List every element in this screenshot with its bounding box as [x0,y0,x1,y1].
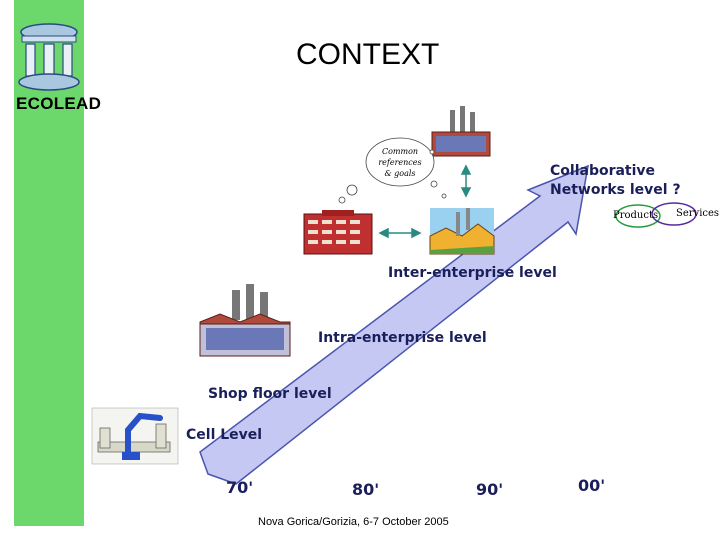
double-arrow-horizontal-icon [378,227,422,239]
industrial-plant-icon [429,208,495,255]
intra-enterprise-label: Intra-enterprise level [318,330,487,346]
decade-80s: 80' [352,480,380,499]
robot-arm-icon [91,407,179,465]
cloud-text: Common references & goals [370,146,430,179]
collaborative-networks-label: Collaborative Networks level ? [550,162,681,200]
office-building-icon [303,210,373,255]
venn-services-label: Services [676,208,720,219]
footer-text: Nova Gorica/Gorizia, 6-7 October 2005 [258,516,449,528]
products-services-venn-icon [615,202,697,228]
decade-70s: 70' [226,478,254,497]
cloud-line-1: Common [381,147,419,156]
page-title: CONTEXT [296,38,440,71]
venn-products-label: Products [613,210,659,221]
cloud-line-3: & goals [384,169,416,178]
inter-enterprise-label: Inter-enterprise level [388,265,557,281]
double-arrow-vertical-icon [460,164,472,198]
ecolead-logo-icon [18,23,80,91]
decade-90s: 90' [476,480,504,499]
collab-line-1: Collaborative [550,163,656,179]
shop-floor-label: Shop floor level [208,386,332,402]
brand-name: ECOLEAD [16,94,102,113]
thought-cloud-icon [338,137,447,204]
collab-line-2: Networks level ? [550,182,681,198]
cloud-line-2: references [378,158,422,167]
decade-00s: 00' [578,476,606,495]
factory-small-icon [431,106,491,157]
cell-level-label: Cell Level [186,427,263,443]
factory-icon [199,284,291,357]
